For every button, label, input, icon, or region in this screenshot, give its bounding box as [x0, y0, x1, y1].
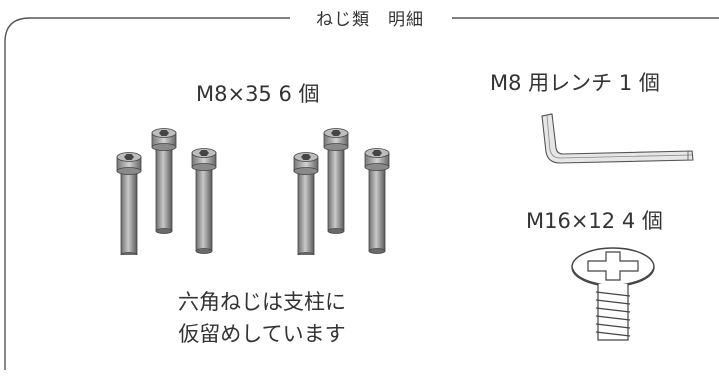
screws-label: M16×12 4 個 — [526, 209, 663, 233]
phillips-screw-illustration — [571, 247, 655, 341]
hex-wrench-illustration — [541, 113, 694, 164]
section-title: ねじ類 明細 — [0, 5, 719, 30]
assembly-note: 六角ねじは支柱に 仮留めしています — [146, 286, 378, 350]
wrench-label: M8 用レンチ 1 個 — [490, 71, 660, 95]
note-line-1: 六角ねじは支柱に — [178, 290, 346, 314]
note-line-2: 仮留めしています — [178, 322, 346, 346]
bolts-label: M8×35 6 個 — [196, 82, 320, 106]
hex-bolts-illustration — [116, 128, 390, 255]
